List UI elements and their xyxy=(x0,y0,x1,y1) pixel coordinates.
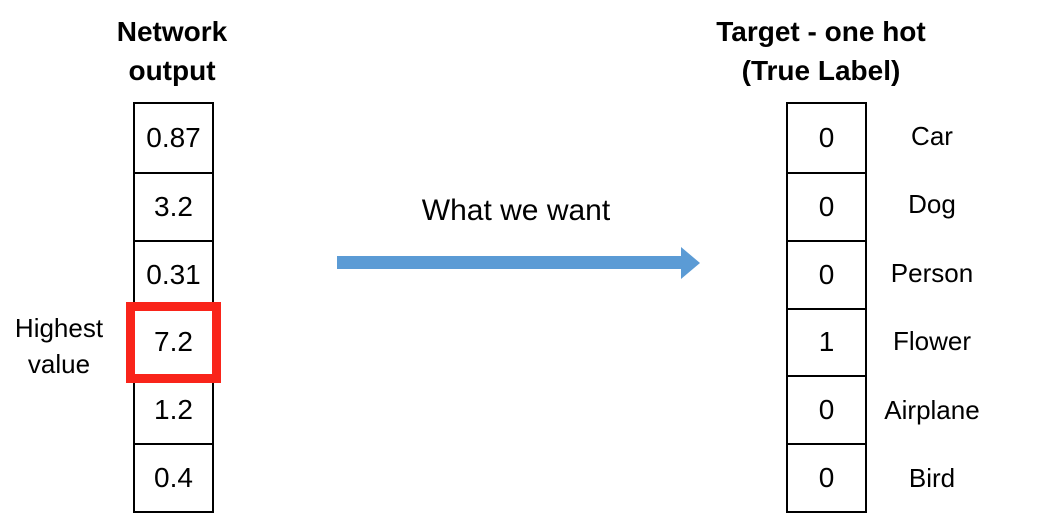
target-title: Target - one hot (True Label) xyxy=(691,12,951,90)
arrow-label: What we want xyxy=(421,194,611,227)
highest-value-label-line1: Highest xyxy=(14,313,104,343)
target-column: 0 0 0 1 0 0 xyxy=(786,102,867,513)
target-cell: 0 xyxy=(818,121,835,153)
target-cell: 0 xyxy=(788,239,865,308)
class-label-person: Person xyxy=(890,257,974,288)
target-cell: 0 xyxy=(788,443,865,511)
target-class-labels: Car Dog Person Flower Airplane Bird xyxy=(866,102,998,513)
target-cell: 0 xyxy=(788,171,865,240)
class-label-dog: Dog xyxy=(908,189,956,220)
target-title-line2: (True Label) xyxy=(741,55,901,86)
network-output-cell: 3.2 xyxy=(135,171,212,240)
highest-value-label: Highest value xyxy=(0,310,118,382)
class-label-airplane: Airplane xyxy=(884,394,980,425)
class-label-car: Car xyxy=(911,120,953,151)
class-label-flower: Flower xyxy=(892,326,971,357)
target-cell: 0 xyxy=(788,375,865,443)
class-label-bird: Bird xyxy=(908,463,956,494)
network-output-cell: 0.31 xyxy=(135,239,212,308)
network-output-cell: 0.4 xyxy=(135,443,212,511)
target-cell: 1 xyxy=(788,307,865,376)
network-output-title-line2: output xyxy=(128,55,216,86)
target-title-line1: Target - one hot xyxy=(716,16,926,47)
network-output-cell: 0.87 xyxy=(146,121,201,153)
network-output-title-line1: Network xyxy=(116,16,228,47)
network-output-title: Network output xyxy=(62,12,282,90)
highest-value-label-line2: value xyxy=(27,349,91,379)
highest-value-highlight-box xyxy=(126,302,221,383)
